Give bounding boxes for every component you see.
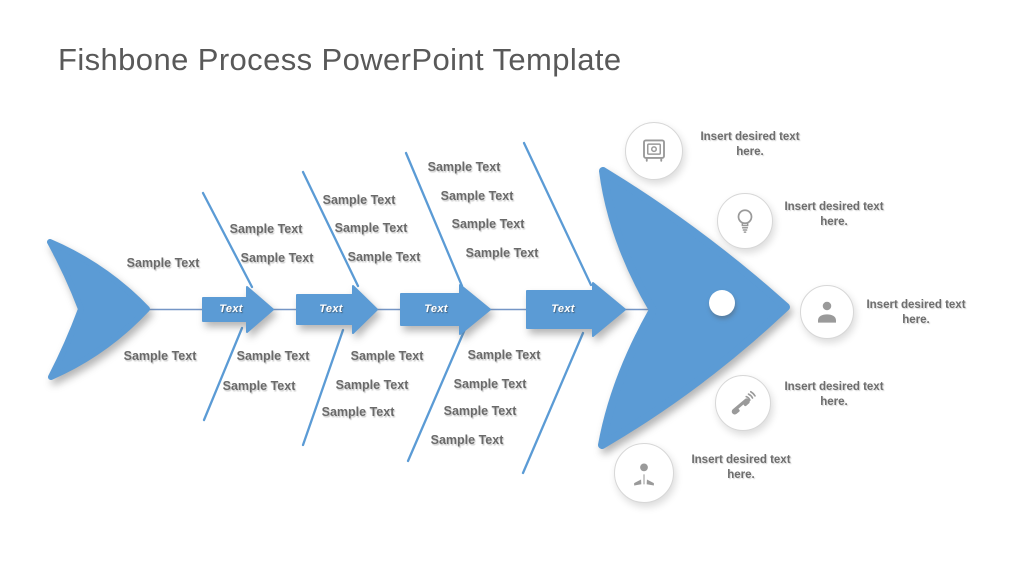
- spine-arrow-1[interactable]: [202, 286, 274, 333]
- bone-line-lower-2[interactable]: [301, 328, 345, 447]
- sample-text-placeholder[interactable]: Sample Text: [467, 348, 541, 362]
- sample-text-placeholder[interactable]: Sample Text: [229, 222, 303, 236]
- spine-arrow-label[interactable]: Text: [424, 303, 448, 315]
- callout-circle-2[interactable]: [717, 193, 773, 249]
- callout-text-1[interactable]: Insert desired text here.: [700, 131, 800, 158]
- callout-circle-3[interactable]: [800, 285, 854, 339]
- bone-line-lower-4[interactable]: [521, 331, 585, 475]
- sample-text-placeholder[interactable]: Sample Text: [240, 251, 314, 265]
- sample-text-placeholder[interactable]: Sample Text: [453, 377, 527, 391]
- sample-text-placeholder[interactable]: Sample Text: [443, 404, 517, 418]
- bone-line-upper-4[interactable]: [522, 141, 593, 287]
- callout-circle-5[interactable]: [614, 443, 674, 503]
- sample-text-placeholder[interactable]: Sample Text: [222, 379, 296, 393]
- bone-line-lower-3[interactable]: [406, 327, 467, 463]
- sample-text-placeholder[interactable]: Sample Text: [322, 193, 396, 207]
- fish-eye: [709, 290, 735, 316]
- callout-text-3[interactable]: Insert desired text here.: [866, 299, 966, 326]
- sample-text-placeholder[interactable]: Sample Text: [451, 217, 525, 231]
- sample-text-placeholder[interactable]: Sample Text: [321, 405, 395, 419]
- spine-arrow-2[interactable]: [296, 285, 378, 334]
- sample-text-placeholder[interactable]: Sample Text: [347, 250, 421, 264]
- callout-text-4[interactable]: Insert desired text here.: [784, 381, 884, 408]
- fish-tail-shape[interactable]: [47, 239, 150, 380]
- sample-text-placeholder[interactable]: Sample Text: [350, 349, 424, 363]
- sample-text-placeholder[interactable]: Sample Text: [126, 256, 200, 270]
- person-icon: [818, 301, 836, 323]
- callout-circle-4[interactable]: [715, 375, 771, 431]
- sample-text-placeholder[interactable]: Sample Text: [335, 378, 409, 392]
- page-title: Fishbone Process PowerPoint Template: [58, 42, 622, 77]
- bone-line-lower-1[interactable]: [202, 326, 244, 422]
- safe-icon: [643, 139, 665, 162]
- lightbulb-icon: [737, 209, 753, 233]
- sample-text-placeholder[interactable]: Sample Text: [236, 349, 310, 363]
- spine-arrow-label[interactable]: Text: [219, 303, 243, 315]
- callout-circle-1[interactable]: [625, 122, 683, 180]
- spine-arrow-label[interactable]: Text: [319, 303, 343, 315]
- callout-text-5[interactable]: Insert desired text here.: [691, 454, 791, 481]
- callout-text-2[interactable]: Insert desired text here.: [784, 201, 884, 228]
- bone-line-upper-1[interactable]: [201, 191, 254, 289]
- phone-call-icon: [731, 390, 756, 415]
- presenter-icon: [634, 463, 654, 486]
- bone-line-upper-3[interactable]: [404, 151, 464, 288]
- sample-text-placeholder[interactable]: Sample Text: [465, 246, 539, 260]
- sample-text-placeholder[interactable]: Sample Text: [430, 433, 504, 447]
- bone-line-upper-2[interactable]: [301, 170, 360, 288]
- fish-head-shape[interactable]: [598, 167, 790, 449]
- sample-text-placeholder[interactable]: Sample Text: [440, 189, 514, 203]
- sample-text-placeholder[interactable]: Sample Text: [334, 221, 408, 235]
- sample-text-placeholder[interactable]: Sample Text: [427, 160, 501, 174]
- sample-text-placeholder[interactable]: Sample Text: [123, 349, 197, 363]
- spine-arrow-4[interactable]: [526, 282, 626, 337]
- spine-arrow-3[interactable]: [400, 284, 491, 335]
- spine-arrow-label[interactable]: Text: [551, 303, 575, 315]
